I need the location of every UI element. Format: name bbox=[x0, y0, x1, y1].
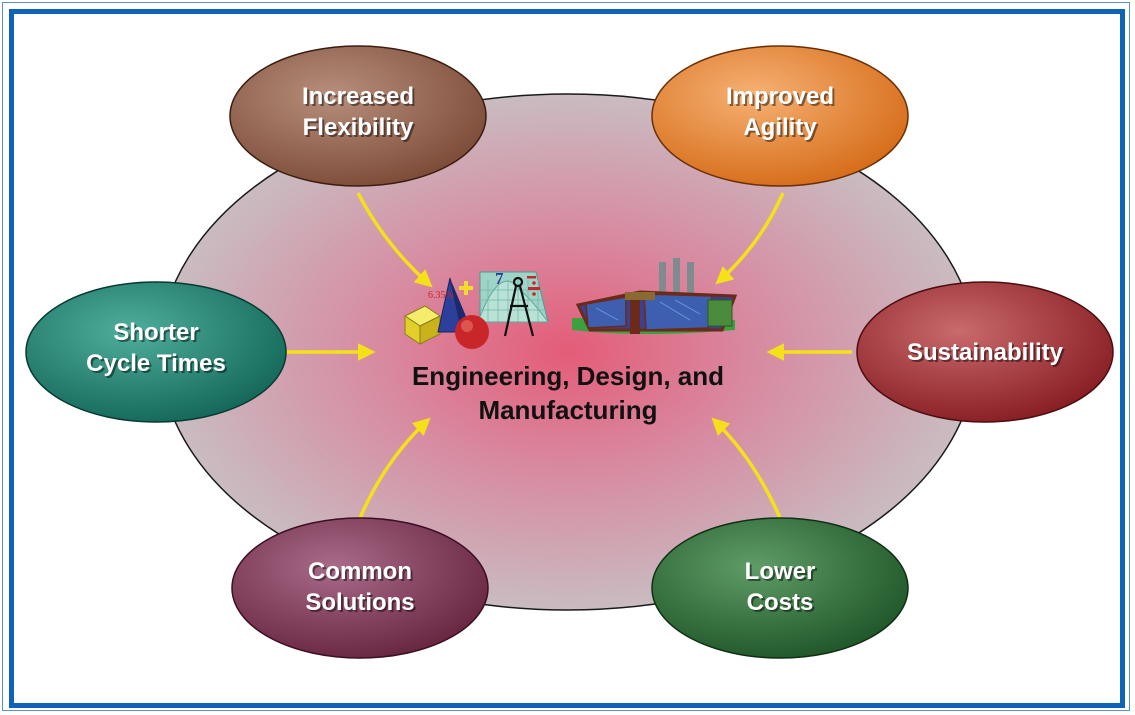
node-label-line1: Improved bbox=[726, 83, 834, 110]
node-shadow: Common bbox=[310, 560, 414, 587]
node-label-line1: Sustainability bbox=[907, 339, 1064, 366]
node-label-line1: Common bbox=[308, 558, 412, 585]
node-shadow: Flexibility bbox=[305, 116, 416, 143]
node-label-line2: Agility bbox=[743, 114, 817, 141]
node-label-line2: Flexibility bbox=[303, 114, 414, 141]
node-shadow: Improved bbox=[728, 85, 836, 112]
arrows bbox=[285, 192, 852, 519]
node-common-solutions: Common Common Solutions Solutions bbox=[231, 517, 489, 659]
node-shadow: Cycle Times bbox=[88, 352, 228, 379]
node-label-line2: Solutions bbox=[305, 589, 414, 616]
node-sustainability: Sustainability Sustainability bbox=[856, 281, 1114, 423]
node-lower-costs: Lower Lower Costs Costs bbox=[651, 517, 909, 659]
design-icon-percent: 6.35% bbox=[428, 290, 454, 301]
arrow-from-improved-agility bbox=[715, 192, 785, 285]
node-shadow: Shorter bbox=[115, 321, 200, 348]
arrow-from-lower-costs bbox=[711, 417, 782, 519]
node-shadow: Sustainability bbox=[909, 341, 1066, 368]
center-title-line2: Manufacturing bbox=[478, 395, 657, 425]
node-shadow: Lower bbox=[747, 560, 818, 587]
node-label-line1: Increased bbox=[302, 83, 414, 110]
arrow-from-common-solutions bbox=[358, 417, 431, 519]
arrow-from-increased-flexibility bbox=[356, 192, 433, 288]
factory-icon bbox=[572, 258, 738, 334]
node-label-line1: Shorter bbox=[113, 319, 198, 346]
node-label-line1: Lower bbox=[745, 558, 816, 585]
node-shorter-cycle-times: Shorter Shorter Cycle Times Cycle Times bbox=[25, 281, 287, 423]
math-symbols bbox=[527, 276, 540, 296]
node-increased-flexibility: Increased Increased Flexibility Flexibil… bbox=[229, 45, 487, 187]
node-improved-agility: Improved Improved Agility Agility bbox=[651, 45, 909, 187]
node-shadow: Agility bbox=[745, 116, 819, 143]
design-icon-number: 7 bbox=[495, 269, 504, 288]
node-label-line2: Cycle Times bbox=[86, 350, 226, 377]
node-label-line2: Costs bbox=[747, 589, 814, 616]
center-title-line1: Engineering, Design, and bbox=[412, 361, 724, 391]
node-shadow: Solutions bbox=[307, 591, 416, 618]
node-shadow: Increased bbox=[304, 85, 416, 112]
design-tools-icon: 6.35% 7 bbox=[404, 269, 549, 349]
node-shadow: Costs bbox=[749, 591, 816, 618]
compass-icon bbox=[503, 276, 535, 337]
